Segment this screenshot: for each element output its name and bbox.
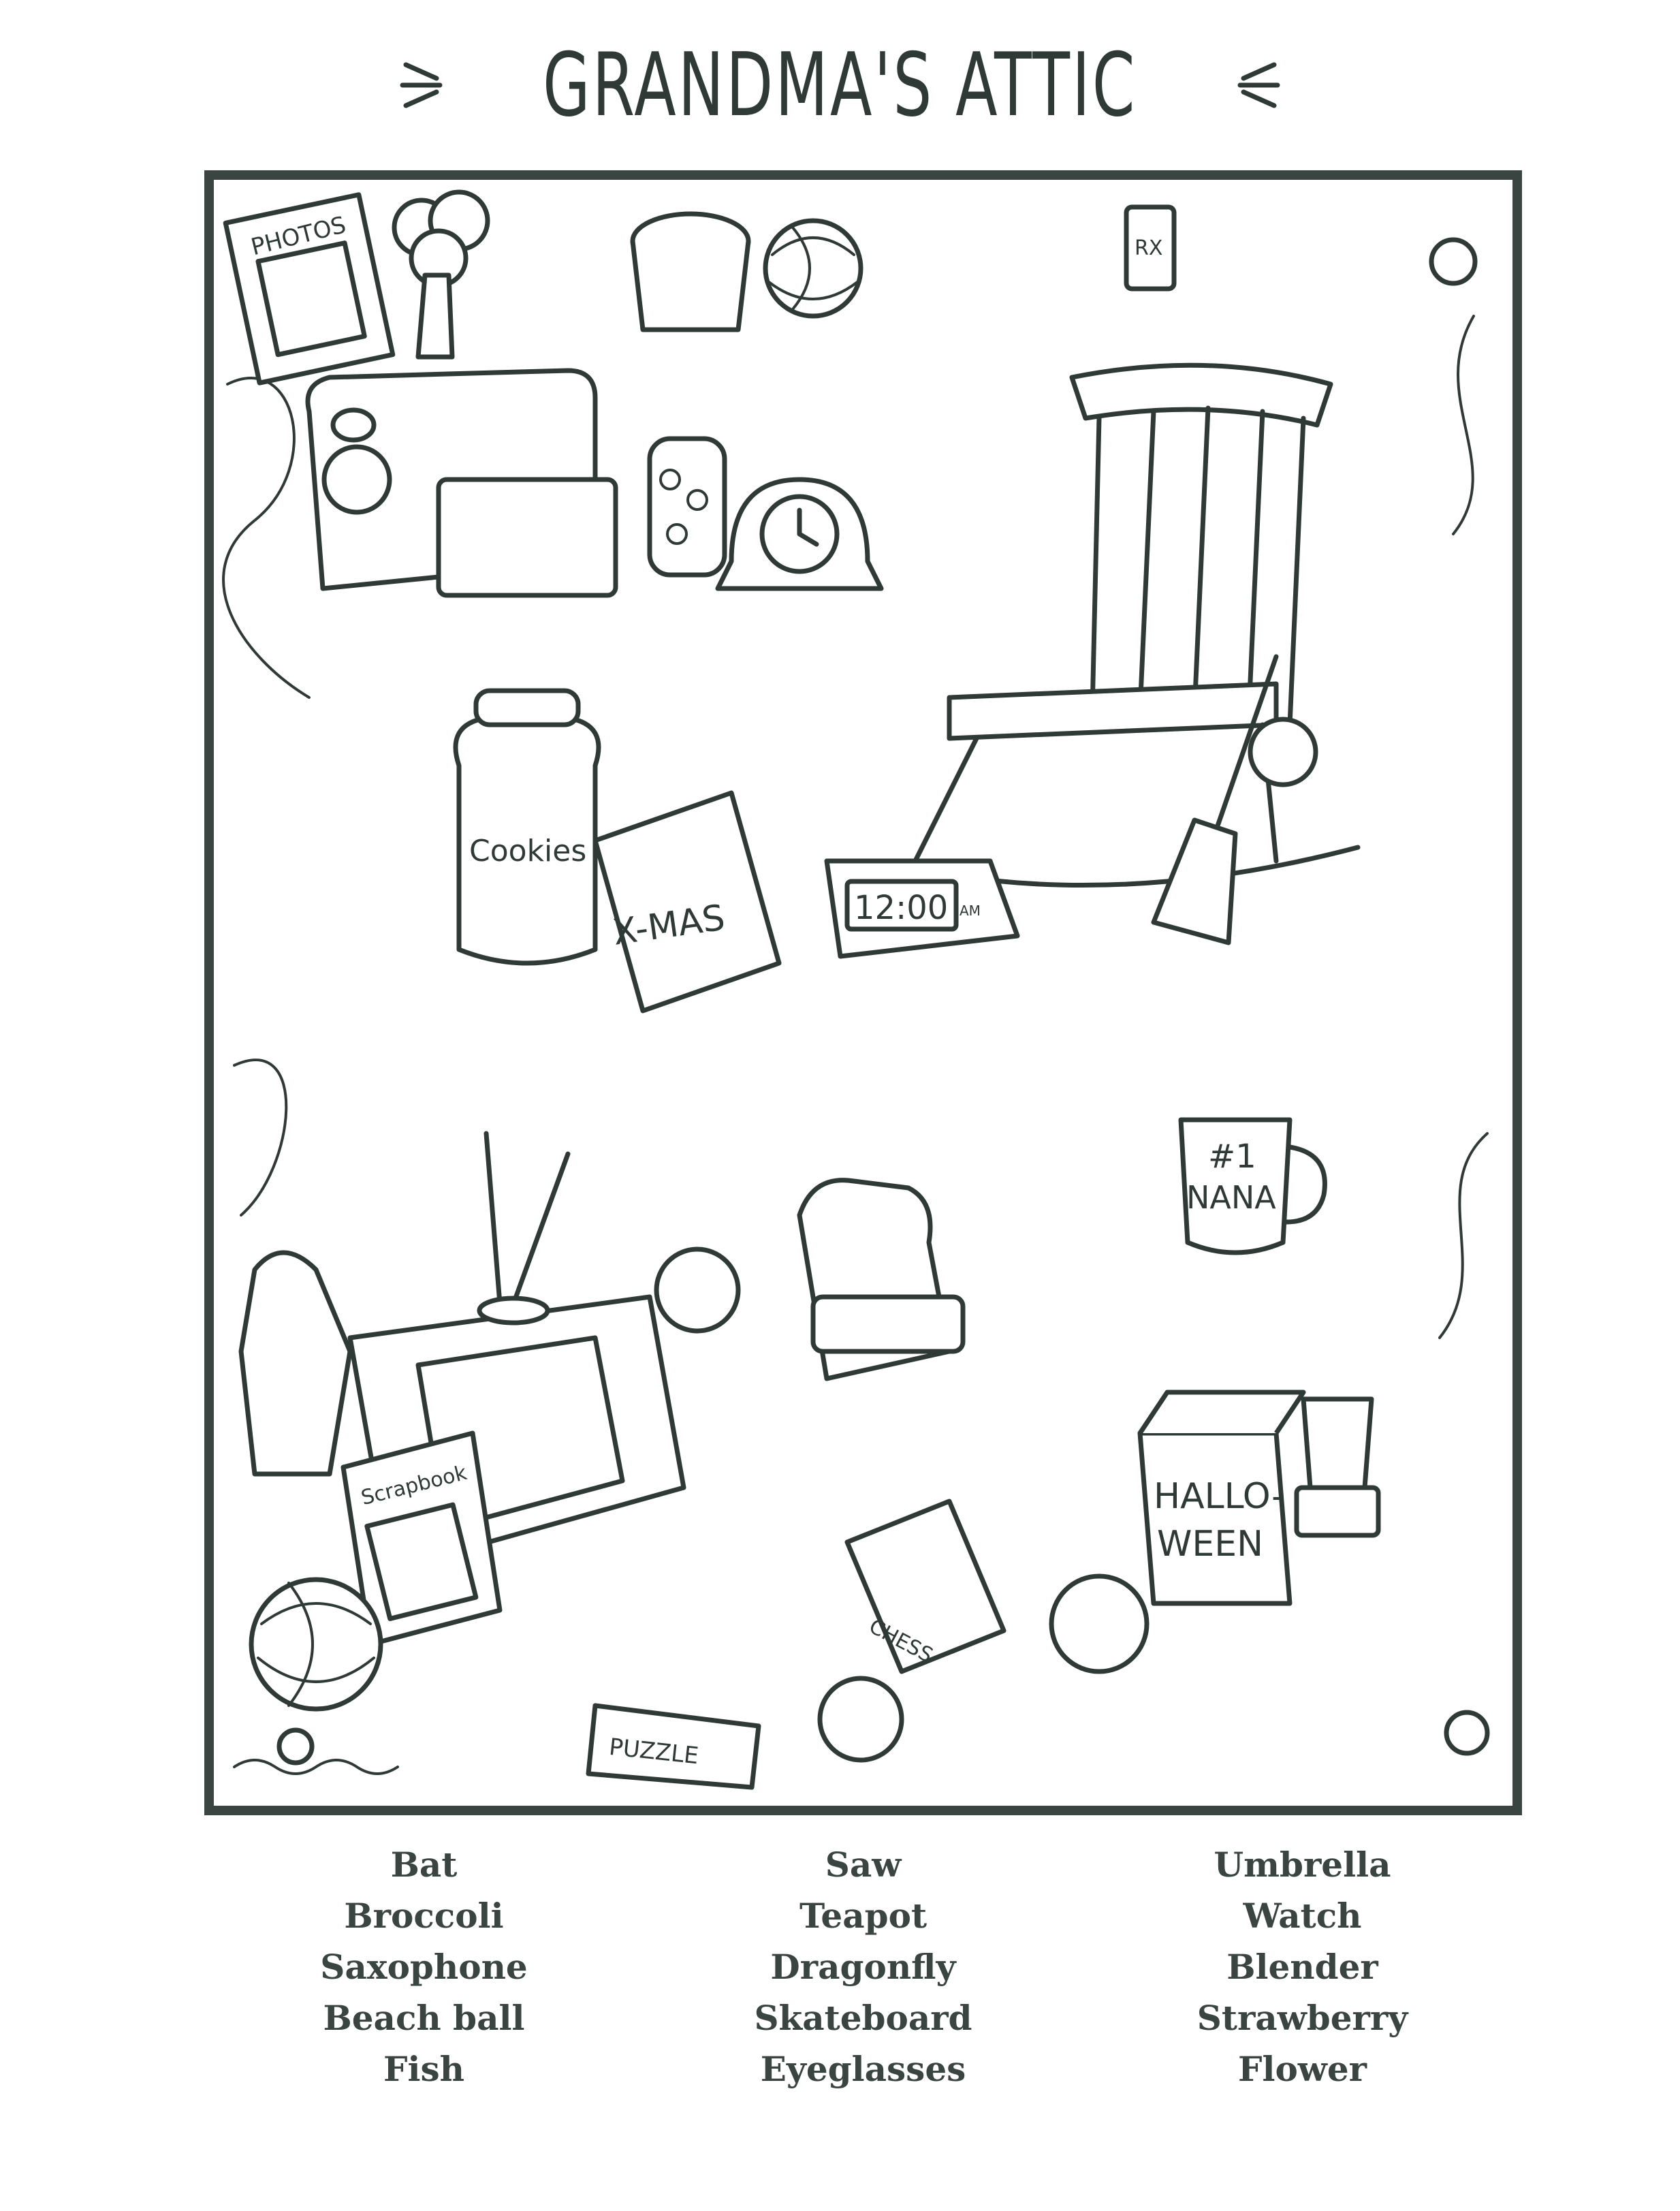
word-item: Blender	[1226, 1947, 1378, 1987]
word-item: Beach ball	[323, 1998, 525, 2038]
halloween-line2: WEEN	[1157, 1524, 1263, 1565]
yarn-ball-top[interactable]	[763, 218, 863, 319]
nana-word: NANA	[1186, 1179, 1276, 1216]
clock-time: 12:00	[854, 889, 948, 927]
word-item: Strawberry	[1196, 1998, 1408, 2038]
puzzle-box[interactable]: PUZZLE	[586, 1703, 761, 1790]
photos-frame[interactable]: PHOTOS	[223, 192, 396, 386]
word-item: Saw	[825, 1845, 902, 1885]
attic-illustration: PHOTOS RX	[222, 189, 1490, 1790]
title-banner: GRANDMA'S ATTIC	[0, 27, 1680, 143]
right-burst-icon	[1237, 62, 1280, 108]
digital-clock[interactable]: 12:00 AM	[824, 858, 1020, 959]
word-item: Skateboard	[754, 1998, 972, 2038]
chess-box[interactable]: CHESS	[844, 1499, 1007, 1674]
word-column-1: Bat Broccoli Saxophone Beach ball Fish	[204, 1839, 644, 2125]
paint-can[interactable]	[630, 211, 751, 332]
rx-bottle[interactable]: RX	[1124, 204, 1177, 292]
cookie-jar[interactable]: Cookies	[453, 688, 601, 966]
blender[interactable]	[1294, 1396, 1381, 1538]
armchair[interactable]	[797, 1178, 966, 1381]
word-item: Watch	[1243, 1896, 1362, 1936]
word-item: Flower	[1237, 2049, 1367, 2089]
cookies-label: Cookies	[469, 834, 586, 868]
rocking-chair[interactable]	[878, 362, 1361, 888]
scrapbook[interactable]: Scrapbook	[340, 1430, 503, 1647]
yarn-ball-bottom[interactable]	[249, 1577, 383, 1712]
nana-mug[interactable]: #1 NANA	[1178, 1117, 1327, 1255]
broom[interactable]	[1151, 654, 1279, 945]
left-burst-icon	[400, 62, 443, 108]
clock-ampm: AM	[960, 903, 981, 919]
word-item: Broccoli	[344, 1896, 504, 1936]
halloween-box[interactable]: HALLO- WEEN	[1137, 1390, 1306, 1606]
broccoli[interactable]	[392, 189, 490, 360]
xmas-box[interactable]: X-MAS	[592, 790, 782, 1014]
word-column-2: Saw Teapot Dragonfly Skateboard Eyeglass…	[644, 1839, 1083, 2125]
rx-label: RX	[1135, 236, 1162, 260]
word-column-3: Umbrella Watch Blender Strawberry Flower	[1083, 1839, 1522, 2125]
word-item: Teapot	[799, 1896, 928, 1936]
word-list: Bat Broccoli Saxophone Beach ball Fish S…	[204, 1839, 1522, 2125]
nana-number: #1	[1208, 1138, 1256, 1176]
dress-form[interactable]	[238, 1250, 353, 1477]
word-item: Bat	[390, 1845, 458, 1885]
clutter-background	[222, 237, 1490, 1766]
clutter-bottom	[233, 717, 1318, 1775]
jar-of-marbles[interactable]	[647, 436, 727, 578]
word-item: Eyeglasses	[760, 2049, 966, 2089]
word-item: Umbrella	[1214, 1845, 1391, 1885]
word-item: Dragonfly	[770, 1947, 956, 1987]
page-title: GRANDMA'S ATTIC	[543, 34, 1137, 136]
sewing-machine[interactable]	[305, 368, 618, 598]
word-item: Fish	[383, 2049, 464, 2089]
mantel-clock[interactable]	[715, 477, 884, 591]
attic-scene[interactable]: PHOTOS RX	[204, 170, 1522, 1815]
word-item: Saxophone	[320, 1947, 528, 1987]
halloween-line1: HALLO-	[1154, 1476, 1284, 1517]
